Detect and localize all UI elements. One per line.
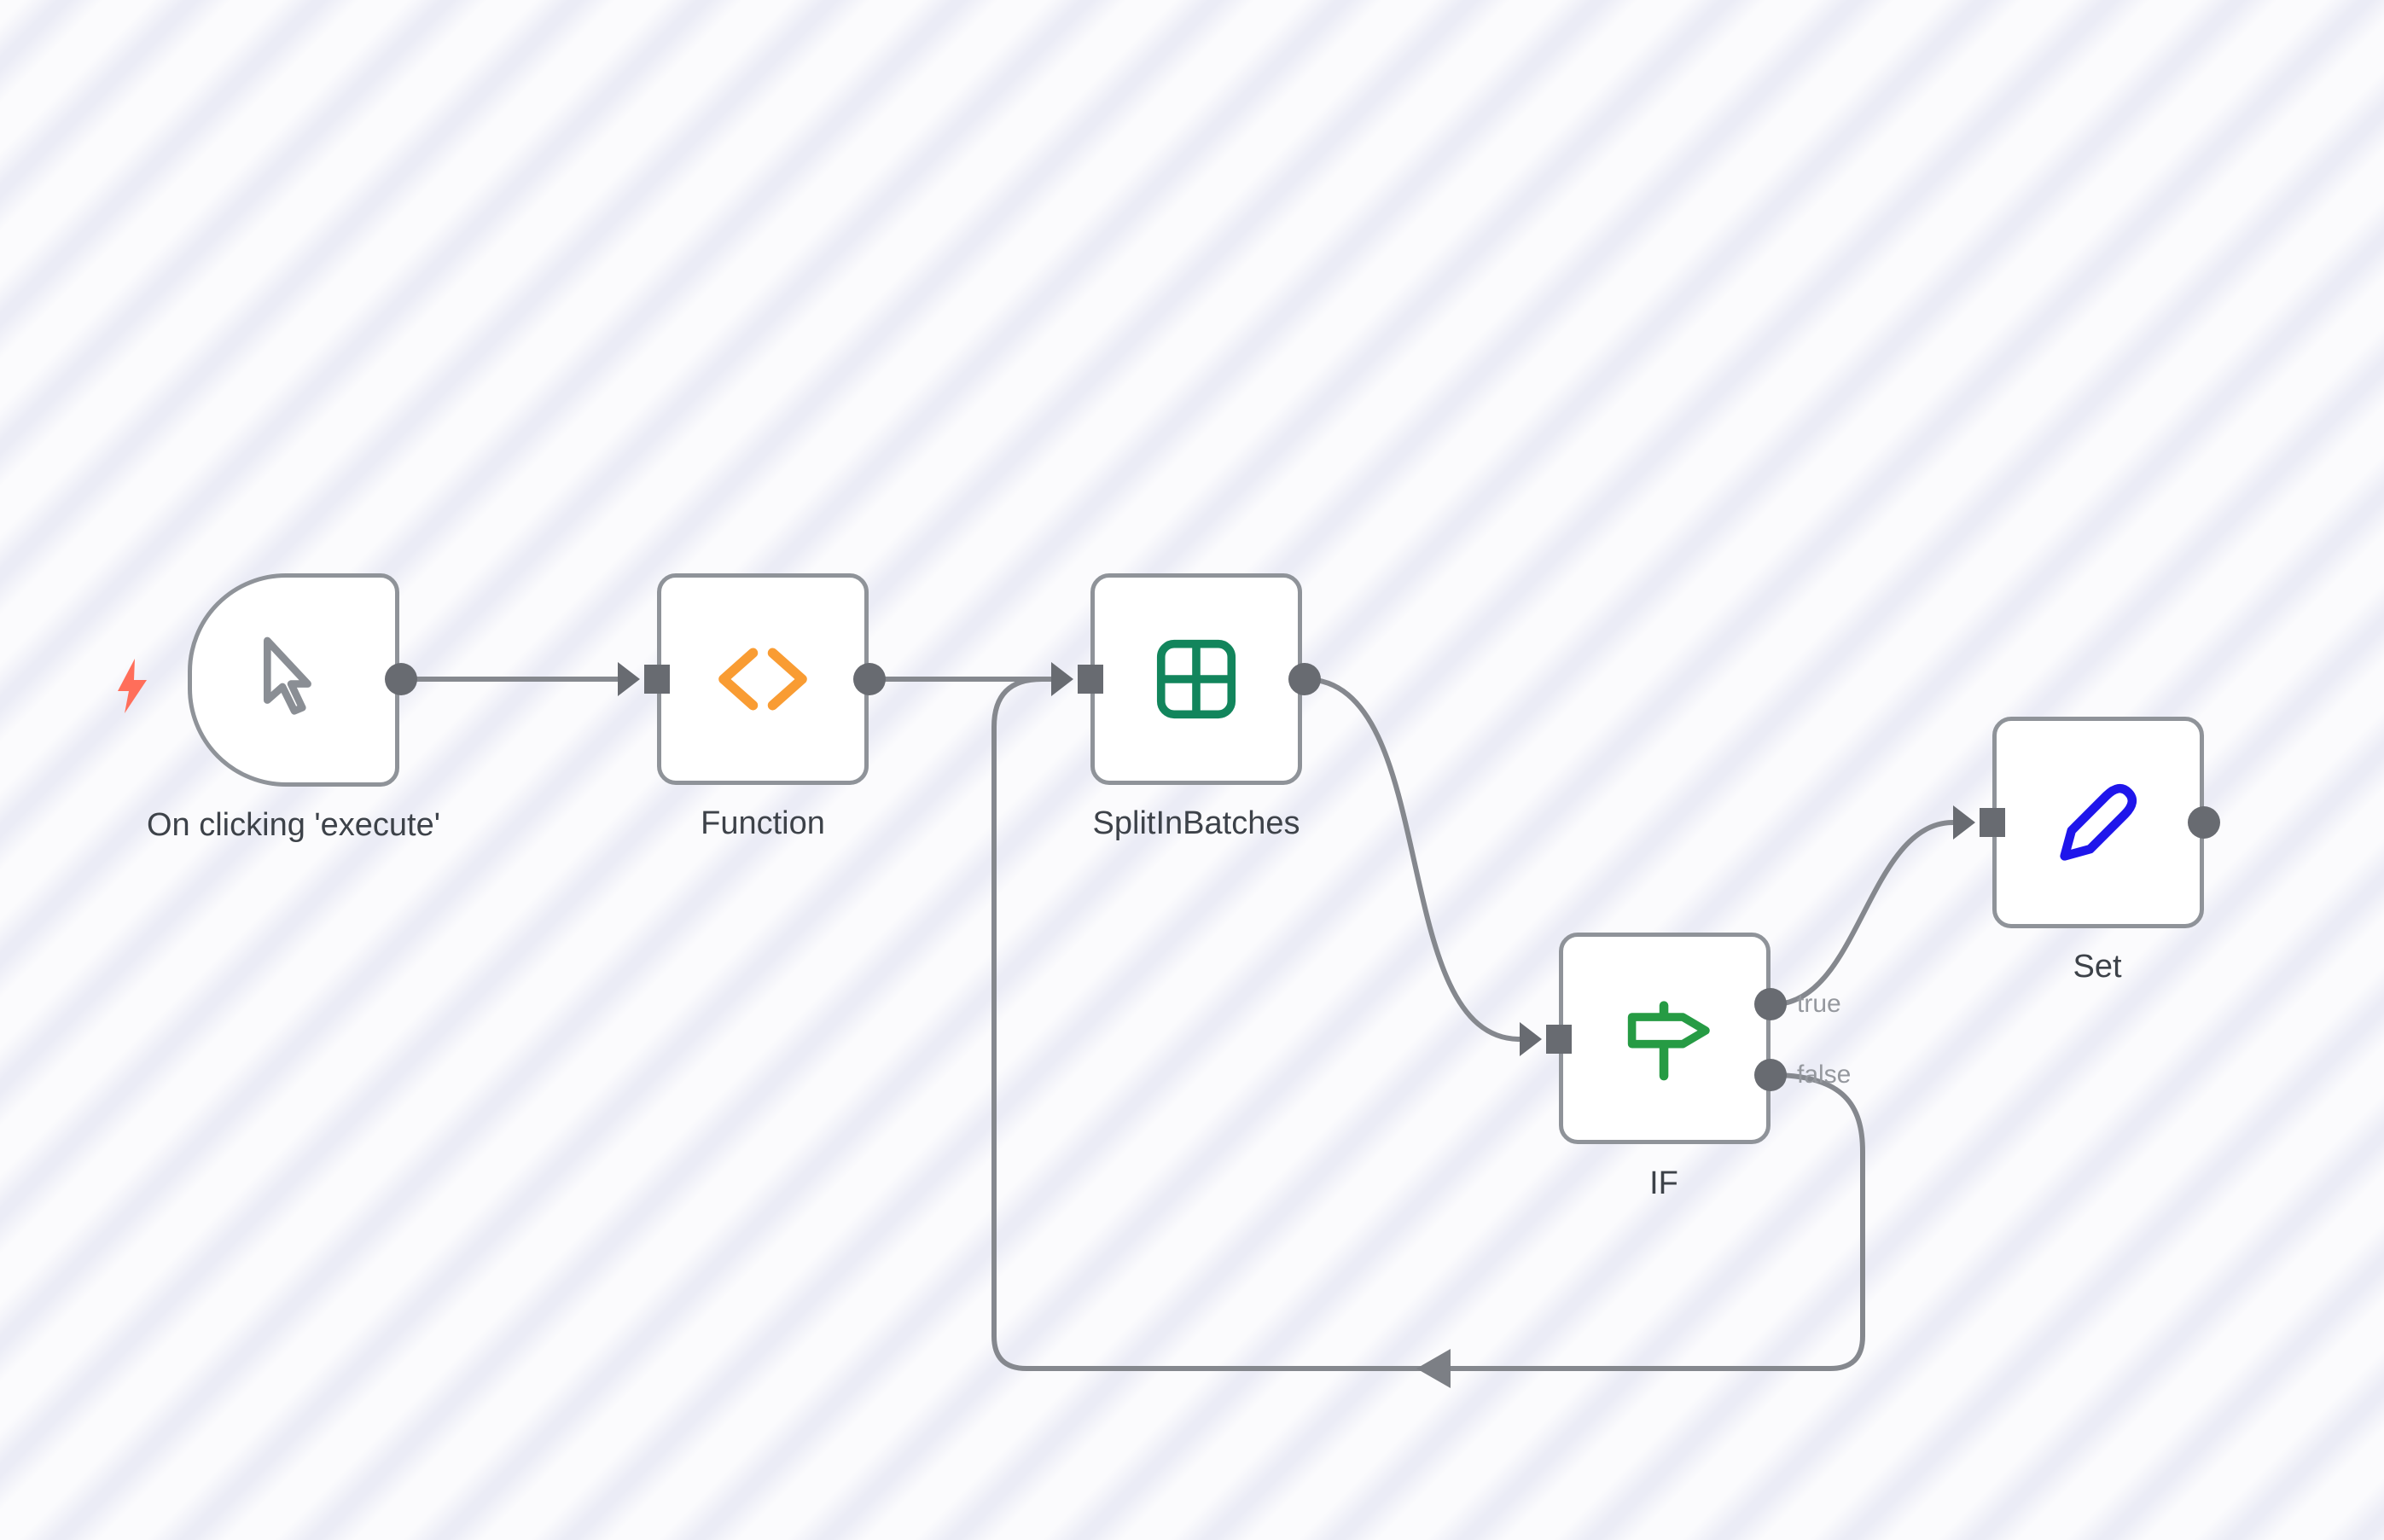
output-port-set[interactable] bbox=[2188, 806, 2220, 839]
node-label-if: IF bbox=[1649, 1165, 1678, 1201]
input-port-splitinbatches[interactable] bbox=[1051, 662, 1103, 696]
port-label-false: false bbox=[1797, 1061, 1852, 1089]
input-port-set[interactable] bbox=[1953, 805, 2005, 840]
connection-if-false-loopback[interactable] bbox=[991, 677, 1865, 1371]
mouse-cursor-icon bbox=[263, 636, 311, 715]
port-label-true: true bbox=[1797, 990, 1841, 1018]
node-label-function: Function bbox=[701, 805, 825, 841]
signpost-icon bbox=[1627, 1001, 1710, 1081]
node-label-trigger: On clicking 'execute' bbox=[146, 807, 441, 843]
output-port-splitinbatches[interactable] bbox=[1288, 663, 1321, 695]
input-port-if[interactable] bbox=[1520, 1022, 1572, 1056]
node-label-splitinbatches: SplitInBatches bbox=[1092, 805, 1300, 841]
grid-icon bbox=[1156, 639, 1236, 719]
output-port-if-true[interactable] bbox=[1754, 988, 1787, 1020]
node-label-set: Set bbox=[2073, 949, 2122, 985]
trigger-lightning-icon bbox=[118, 659, 147, 713]
output-port-if-false[interactable] bbox=[1754, 1059, 1787, 1091]
input-port-function[interactable] bbox=[618, 662, 670, 696]
code-brackets-icon bbox=[718, 648, 807, 711]
connection-splitinbatches-if[interactable] bbox=[1304, 677, 1521, 1042]
connection-if-true-set[interactable] bbox=[1776, 820, 1954, 1007]
loopback-arrowhead-icon bbox=[1416, 1349, 1451, 1388]
output-port-trigger[interactable] bbox=[385, 663, 417, 695]
output-port-function[interactable] bbox=[853, 663, 886, 695]
pen-icon bbox=[2060, 783, 2137, 861]
